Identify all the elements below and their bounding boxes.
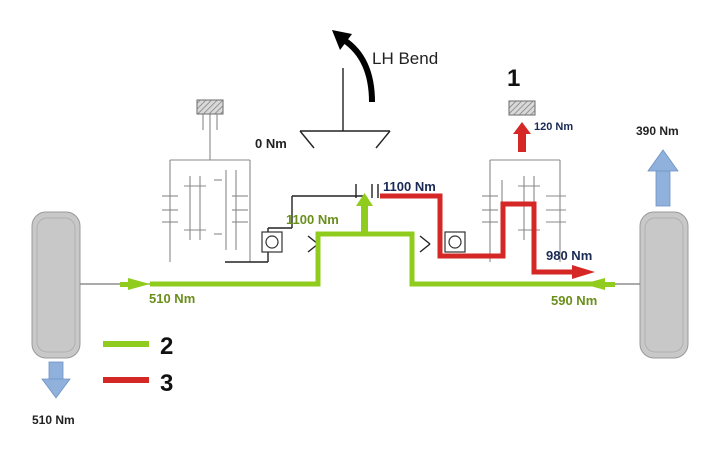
- torque-right-clutch: 120 Nm: [534, 121, 573, 133]
- green-left-input-arrow: [120, 278, 150, 290]
- green-torque-path: [150, 231, 592, 287]
- right-wheel-up-arrow: [647, 149, 679, 207]
- torque-left-wheel: 510 Nm: [32, 413, 75, 427]
- callout-1: 1: [507, 65, 520, 92]
- green-center-up-arrow: [356, 193, 373, 234]
- bend-label: LH Bend: [372, 49, 438, 68]
- lh-bend-arrow: [332, 30, 375, 103]
- legend-green-swatch: [103, 341, 149, 347]
- torque-center-green: 1100 Nm: [286, 212, 339, 227]
- left-bearing: [261, 231, 283, 253]
- right-bearing: [444, 231, 466, 253]
- right-wheel: [639, 211, 689, 359]
- torque-left-input: 510 Nm: [149, 291, 195, 306]
- left-wheel-down-arrow: [41, 361, 71, 399]
- left-wheel: [31, 211, 81, 359]
- torque-right-green: 590 Nm: [551, 293, 597, 308]
- red-output-arrow: [572, 265, 595, 279]
- left-gear-set: [162, 99, 251, 262]
- callout-3: 3: [160, 370, 173, 397]
- torque-right-red: 980 Nm: [546, 248, 592, 263]
- green-right-input-arrow: [583, 278, 615, 290]
- right-gear-set: [482, 100, 566, 262]
- torque-left-top: 0 Nm: [255, 136, 287, 151]
- red-torque-path: [380, 193, 575, 275]
- red-clutch-arrow: [513, 122, 531, 152]
- legend: [103, 341, 149, 383]
- legend-red-swatch: [103, 377, 149, 383]
- torque-center-dark: 1100 Nm: [383, 179, 436, 194]
- torque-right-wheel: 390 Nm: [636, 124, 679, 138]
- callout-2: 2: [160, 333, 173, 360]
